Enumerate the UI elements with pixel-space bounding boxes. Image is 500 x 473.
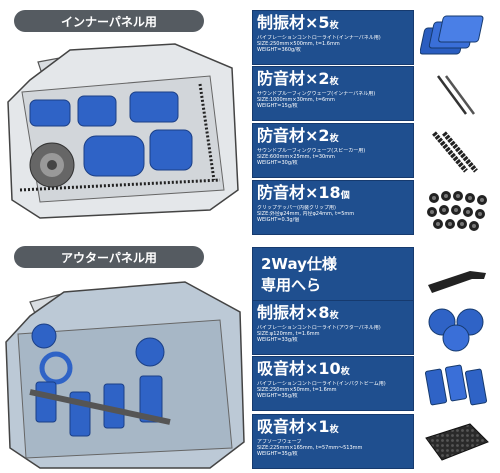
door-frame bbox=[7, 43, 239, 219]
item-card: 吸音材×1枚 アブソーブウェーブ SIZE:225mm×165mm, t=57m… bbox=[252, 414, 414, 469]
item-row: 制振材×5枚 バイブレーションコントローライト(インナーパネル用) SIZE:2… bbox=[252, 10, 496, 65]
section-label-outer-panel: アウターパネル用 bbox=[14, 246, 204, 268]
item-description: バイブレーションコントローライト(インパクトビーム用) bbox=[257, 381, 386, 387]
item-size: SIZE:1000mm×30mm, t=6mm bbox=[257, 97, 335, 103]
inner-door-illustration bbox=[7, 43, 239, 219]
item-card: 吸音材×10枚 バイブレーションコントローライト(インパクトビーム用) SIZE… bbox=[252, 356, 414, 411]
item-card: 防音材×2枚 サウンドプルーフィングウェーブ(インナーパネル用) SIZE:10… bbox=[252, 66, 414, 121]
item-title: 防音材×18個 bbox=[257, 183, 350, 202]
item-thumbnail bbox=[418, 358, 494, 409]
impact-beam-pads bbox=[35, 375, 163, 437]
outer-door-illustration bbox=[5, 281, 245, 469]
item-title: 制振材×8枚 bbox=[257, 303, 339, 322]
inner-damping-panels bbox=[29, 91, 193, 177]
item-row: 防音材×2枚 サウンドプルーフィングウェーブ(インナーパネル用) SIZE:10… bbox=[252, 66, 496, 121]
item-card: 防音材×18個 クリップデッパー(内装クリップ用) SIZE:外径φ24mm, … bbox=[252, 180, 414, 235]
item-row: 吸音材×1枚 アブソーブウェーブ SIZE:225mm×165mm, t=57m… bbox=[252, 414, 496, 469]
item-card: 2Way仕様 専用へら bbox=[252, 247, 414, 302]
soundproof-strips bbox=[19, 83, 221, 192]
item-weight: WEIGHT=360g/枚 bbox=[257, 47, 301, 53]
item-row: 制振材×8枚 バイブレーションコントローライト(アウターパネル用) SIZE:φ… bbox=[252, 300, 496, 355]
item-thumbnail bbox=[418, 12, 494, 63]
item-title: 防音材×2枚 bbox=[257, 126, 339, 145]
item-description: バイブレーションコントローライト(インナーパネル用) bbox=[257, 35, 381, 41]
item-title: 吸音材×1枚 bbox=[257, 417, 339, 436]
impact-beam bbox=[29, 389, 171, 425]
item-title: 防音材×2枚 bbox=[257, 69, 339, 88]
item-thumbnail bbox=[418, 416, 494, 467]
item-weight: WEIGHT=35g/枚 bbox=[257, 393, 298, 399]
speaker bbox=[29, 142, 75, 188]
item-size: SIZE:φ120mm, t=1.6mm bbox=[257, 331, 320, 337]
item-row: 吸音材×10枚 バイブレーションコントローライト(インパクトビーム用) SIZE… bbox=[252, 356, 496, 411]
item-title: 制振材×5枚 bbox=[257, 13, 339, 32]
outer-damping-discs bbox=[31, 323, 165, 385]
item-weight: WEIGHT=33g/枚 bbox=[257, 337, 298, 343]
item-size: SIZE:外径φ24mm, 内径φ24mm, t=5mm bbox=[257, 211, 355, 217]
item-card: 防音材×2枚 サウンドプルーフィングウェーブ(スピーカー用) SIZE:600m… bbox=[252, 123, 414, 178]
item-subtitle: 専用へら bbox=[261, 276, 322, 294]
item-weight: WEIGHT=35g/枚 bbox=[257, 451, 298, 457]
item-size: SIZE:250mm×500mm, t=1.6mm bbox=[257, 41, 340, 47]
item-row: 防音材×18個 クリップデッパー(内装クリップ用) SIZE:外径φ24mm, … bbox=[252, 180, 496, 235]
item-thumbnail bbox=[418, 302, 494, 353]
section-label-inner-panel: インナーパネル用 bbox=[14, 10, 204, 32]
item-title: 2Way仕様 bbox=[261, 255, 337, 273]
item-description: サウンドプルーフィングウェーブ(スピーカー用) bbox=[257, 148, 366, 154]
item-size: SIZE:225mm×165mm, t=57mm～513mm bbox=[257, 445, 363, 451]
item-description: クリップデッパー(内装クリップ用) bbox=[257, 205, 336, 211]
item-thumbnail bbox=[418, 182, 494, 233]
item-weight: WEIGHT=0.3g/個 bbox=[257, 217, 300, 223]
item-description: バイブレーションコントローライト(アウターパネル用) bbox=[257, 325, 381, 331]
item-card: 制振材×5枚 バイブレーションコントローライト(インナーパネル用) SIZE:2… bbox=[252, 10, 414, 65]
item-weight: WEIGHT=15g/枚 bbox=[257, 103, 298, 109]
item-weight: WEIGHT=30g/枚 bbox=[257, 160, 298, 166]
item-size: SIZE:250mm×50mm, t=1.6mm bbox=[257, 387, 337, 393]
item-thumbnail bbox=[418, 249, 494, 300]
item-description: アブソーブウェーブ bbox=[257, 439, 302, 445]
item-thumbnail bbox=[418, 125, 494, 176]
item-row: 防音材×2枚 サウンドプルーフィングウェーブ(スピーカー用) SIZE:600m… bbox=[252, 123, 496, 178]
item-title: 吸音材×10枚 bbox=[257, 359, 350, 378]
item-description: サウンドプルーフィングウェーブ(インナーパネル用) bbox=[257, 91, 376, 97]
item-card: 制振材×8枚 バイブレーションコントローライト(アウターパネル用) SIZE:φ… bbox=[252, 300, 414, 355]
item-row: 2Way仕様 専用へら bbox=[252, 247, 496, 302]
item-size: SIZE:600mm×25mm, t=30mm bbox=[257, 154, 335, 160]
item-thumbnail bbox=[418, 68, 494, 119]
